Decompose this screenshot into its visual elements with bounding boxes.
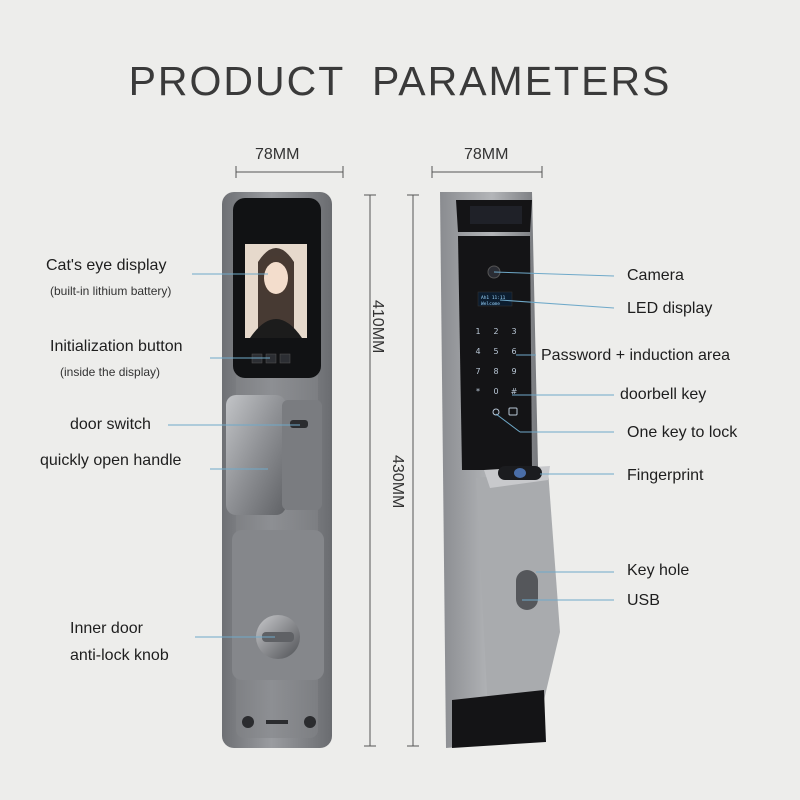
callout-lines: [168, 271, 615, 638]
knob-label-2: anti-lock knob: [70, 647, 169, 664]
handle-label: quickly open handle: [40, 452, 182, 469]
init-button-note: (inside the display): [60, 365, 161, 379]
keypad-keys: 1 2 3 4 5 6 7 8 9 * 0 #: [475, 327, 517, 396]
led-label: LED display: [627, 300, 713, 317]
svg-text:9: 9: [511, 367, 516, 376]
password-label: Password + induction area: [541, 347, 730, 364]
dimension-lines: [235, 166, 543, 747]
inner-lock-body: [222, 192, 332, 748]
cats-eye-note: (built-in lithium battery): [50, 284, 172, 298]
right-width-label: 78MM: [464, 146, 509, 163]
svg-text:5: 5: [493, 347, 498, 356]
keypad-panel: [458, 236, 532, 470]
camera-label: Camera: [627, 267, 684, 284]
usb-label: USB: [627, 592, 660, 609]
fingerprint-icon: [514, 468, 526, 478]
svg-text:4: 4: [475, 347, 480, 356]
svg-text:2: 2: [493, 327, 498, 336]
svg-text:1: 1: [475, 327, 480, 336]
svg-text:8: 8: [493, 367, 498, 376]
doorbell-label: doorbell key: [620, 386, 707, 403]
svg-text:Ah1 11:11: Ah1 11:11: [481, 295, 506, 301]
door-switch: [290, 420, 308, 428]
one-key-label: One key to lock: [627, 424, 738, 441]
svg-text:3: 3: [511, 327, 516, 336]
left-width-label: 78MM: [255, 146, 300, 163]
led-display: [477, 291, 513, 307]
key-hole-label: Key hole: [627, 562, 690, 579]
quick-open-handle: [226, 395, 286, 515]
cats-eye-label: Cat's eye display: [46, 257, 167, 274]
lock-icon: [508, 407, 518, 416]
fingerprint-label: Fingerprint: [627, 467, 704, 484]
outer-lock-body: Ah1 11:11 Welcome 1 2 3 4 5 6 7 8 9 * 0 #: [440, 192, 560, 748]
knob-label-1: Inner door: [70, 620, 143, 637]
svg-text:6: 6: [511, 347, 516, 356]
svg-text:0: 0: [493, 387, 498, 396]
key-hole: [516, 570, 538, 610]
init-button-label: Initialization button: [50, 338, 183, 355]
svg-text:Welcome: Welcome: [481, 301, 500, 307]
svg-text:7: 7: [475, 367, 480, 376]
svg-text:*: *: [476, 387, 480, 396]
page-title: PRODUCT PARAMETERS: [128, 58, 672, 104]
doorbell-icon: [492, 408, 500, 416]
door-switch-label: door switch: [70, 416, 151, 433]
svg-text:#: #: [511, 387, 518, 396]
